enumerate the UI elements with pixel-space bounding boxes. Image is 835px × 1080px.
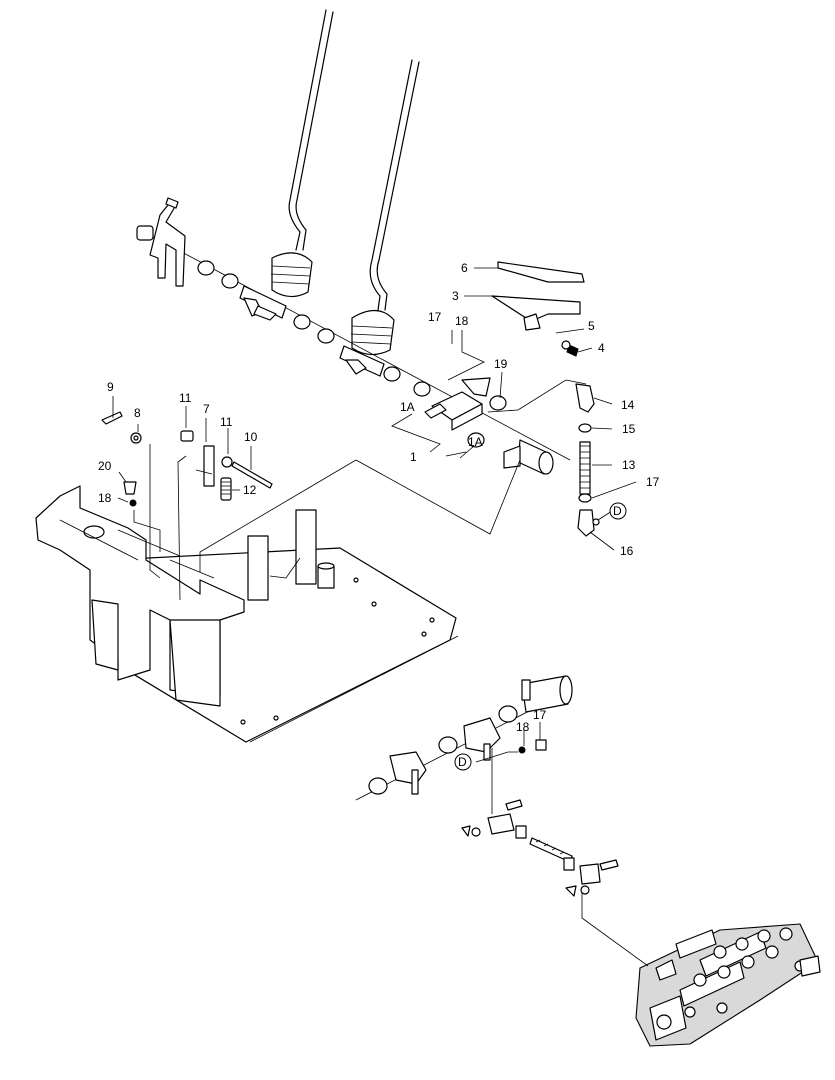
pedal-parts: [491, 261, 585, 357]
callout-9: 9: [107, 380, 114, 394]
leader-lines: [112, 267, 649, 967]
callout-1A-upper: 1A: [400, 400, 415, 414]
marker-d-bottom-label: D: [458, 755, 467, 769]
callout-15: 15: [622, 422, 636, 436]
callout-12: 12: [243, 483, 257, 497]
callout-labels: 1 1A 1A 3 4 5 6 7 8 9 10 11 11 12 13 14 …: [98, 261, 660, 734]
upper-shaft-assembly: [136, 197, 571, 475]
floor-frame: [35, 485, 459, 743]
control-lever-right: [350, 59, 420, 356]
control-valve: [635, 923, 821, 1047]
callout-3: 3: [452, 289, 459, 303]
callout-11-right: 11: [220, 415, 233, 429]
callout-18-lower: 18: [516, 720, 530, 734]
callout-8: 8: [134, 406, 141, 420]
callout-11-left: 11: [179, 391, 192, 405]
callout-1: 1: [410, 450, 417, 464]
callout-18-upper: 18: [455, 314, 469, 328]
callout-1A-lower: 1A: [468, 435, 483, 449]
callout-4: 4: [598, 341, 605, 355]
callout-10: 10: [244, 430, 258, 444]
small-hardware: [101, 411, 273, 507]
callout-20: 20: [98, 459, 112, 473]
callout-17-lower: 17: [533, 708, 547, 722]
callout-17-right: 17: [646, 475, 660, 489]
callout-14: 14: [621, 398, 635, 412]
callout-17-upper: 17: [428, 310, 442, 324]
callout-18-left: 18: [98, 491, 112, 505]
callout-13: 13: [622, 458, 636, 472]
callout-7: 7: [203, 402, 210, 416]
lower-shaft-assembly: [355, 675, 619, 897]
connection-marker-d-top: D: [609, 502, 627, 520]
callout-16: 16: [620, 544, 634, 558]
callout-19: 19: [494, 357, 508, 371]
right-linkage: [575, 383, 600, 537]
connection-marker-d-bottom: D: [454, 753, 472, 771]
control-lever-left: [270, 9, 334, 298]
callout-6: 6: [461, 261, 468, 275]
marker-d-top-label: D: [613, 504, 622, 518]
callout-5: 5: [588, 319, 595, 333]
